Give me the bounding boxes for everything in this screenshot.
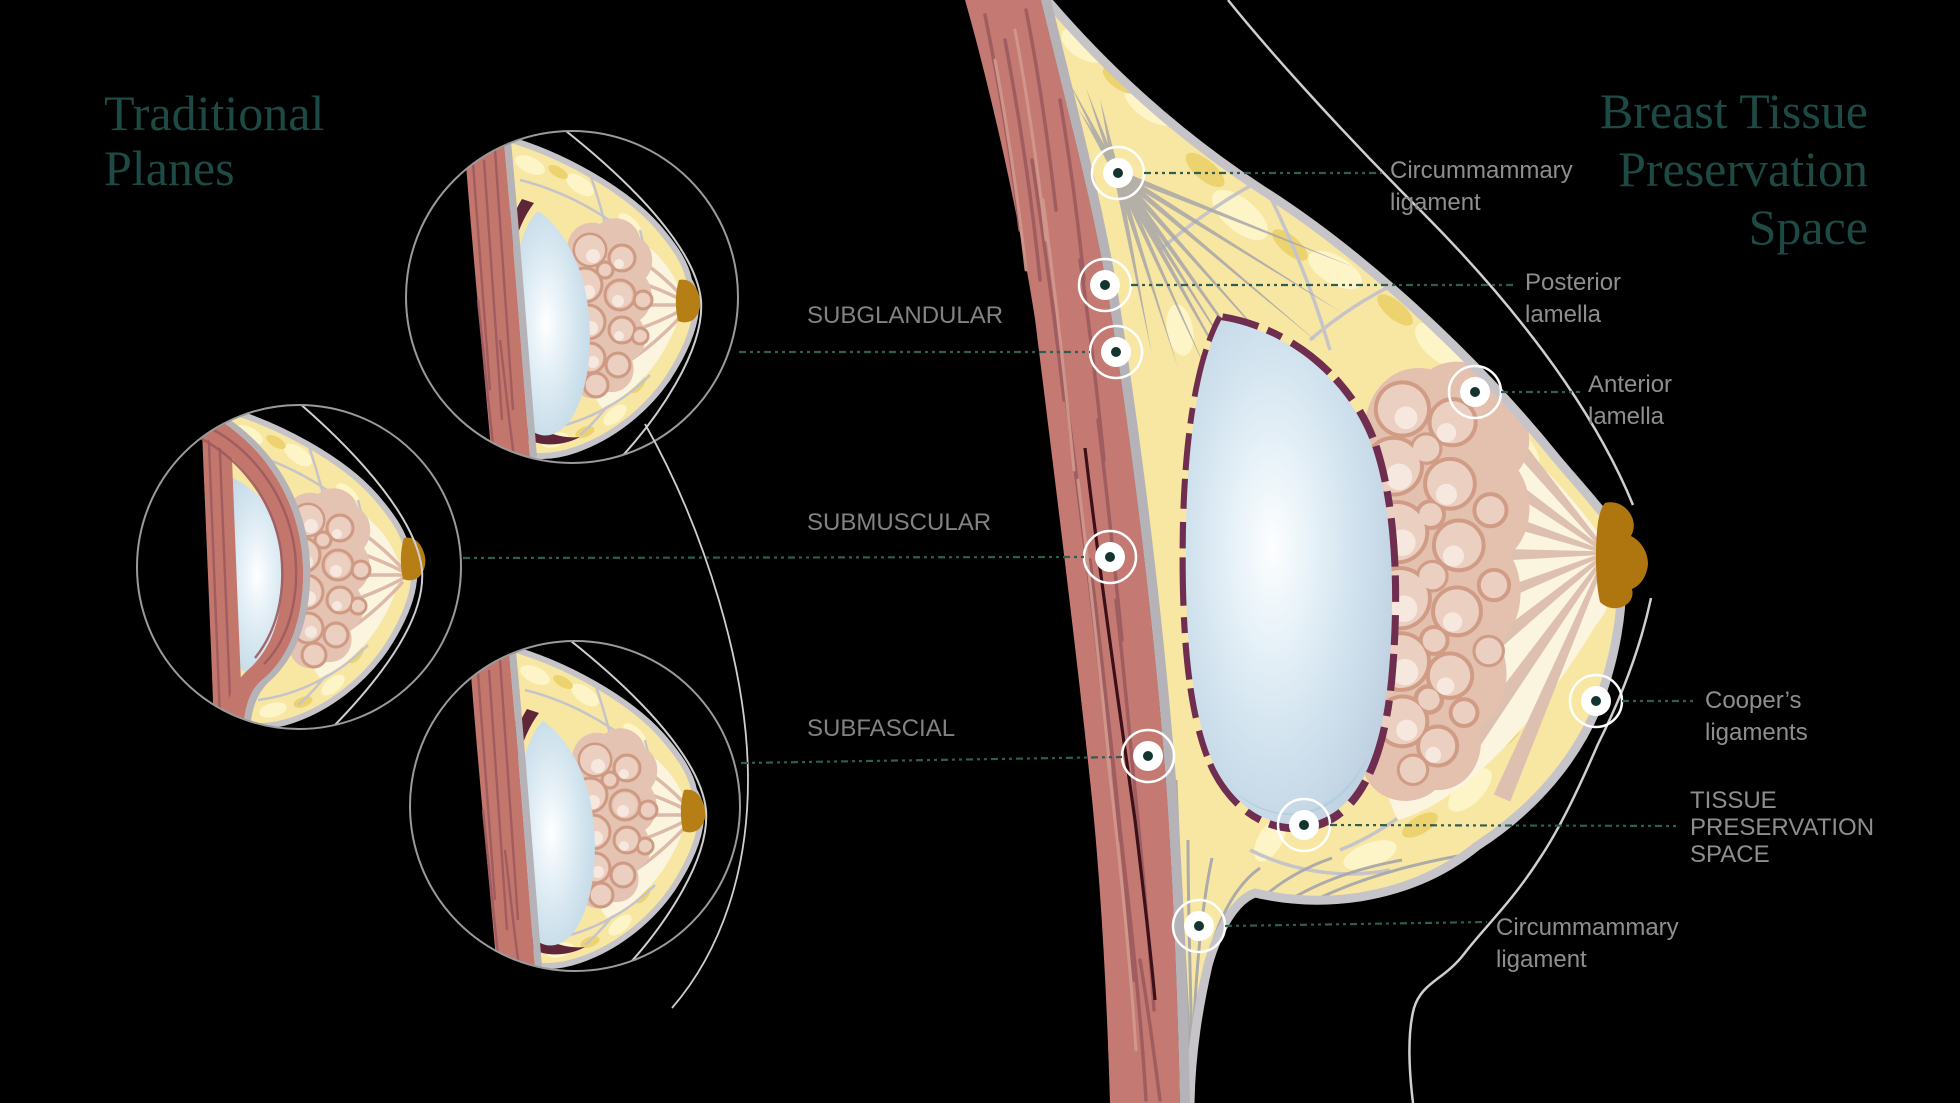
svg-text:Circummammary: Circummammary xyxy=(1496,914,1679,941)
svg-text:Preservation: Preservation xyxy=(1618,141,1868,197)
svg-text:Anterior: Anterior xyxy=(1588,371,1672,398)
svg-text:Circummammary: Circummammary xyxy=(1390,157,1573,184)
svg-text:Cooper’s: Cooper’s xyxy=(1705,687,1802,714)
svg-text:PRESERVATION: PRESERVATION xyxy=(1690,814,1874,841)
svg-text:SUBGLANDULAR: SUBGLANDULAR xyxy=(807,302,1003,329)
svg-text:TISSUE: TISSUE xyxy=(1690,787,1777,814)
svg-text:SUBMUSCULAR: SUBMUSCULAR xyxy=(807,509,991,536)
svg-text:lamella: lamella xyxy=(1525,301,1602,328)
svg-text:lamella: lamella xyxy=(1588,403,1665,430)
svg-text:SPACE: SPACE xyxy=(1690,841,1770,868)
svg-text:Planes: Planes xyxy=(104,140,235,196)
svg-text:Posterior: Posterior xyxy=(1525,269,1621,296)
svg-text:Breast Tissue: Breast Tissue xyxy=(1600,83,1868,139)
svg-text:Space: Space xyxy=(1749,199,1868,255)
svg-text:ligament: ligament xyxy=(1496,946,1587,973)
svg-text:ligaments: ligaments xyxy=(1705,719,1808,746)
svg-text:ligament: ligament xyxy=(1390,189,1481,216)
svg-text:SUBFASCIAL: SUBFASCIAL xyxy=(807,715,955,742)
svg-text:Traditional: Traditional xyxy=(104,85,324,141)
